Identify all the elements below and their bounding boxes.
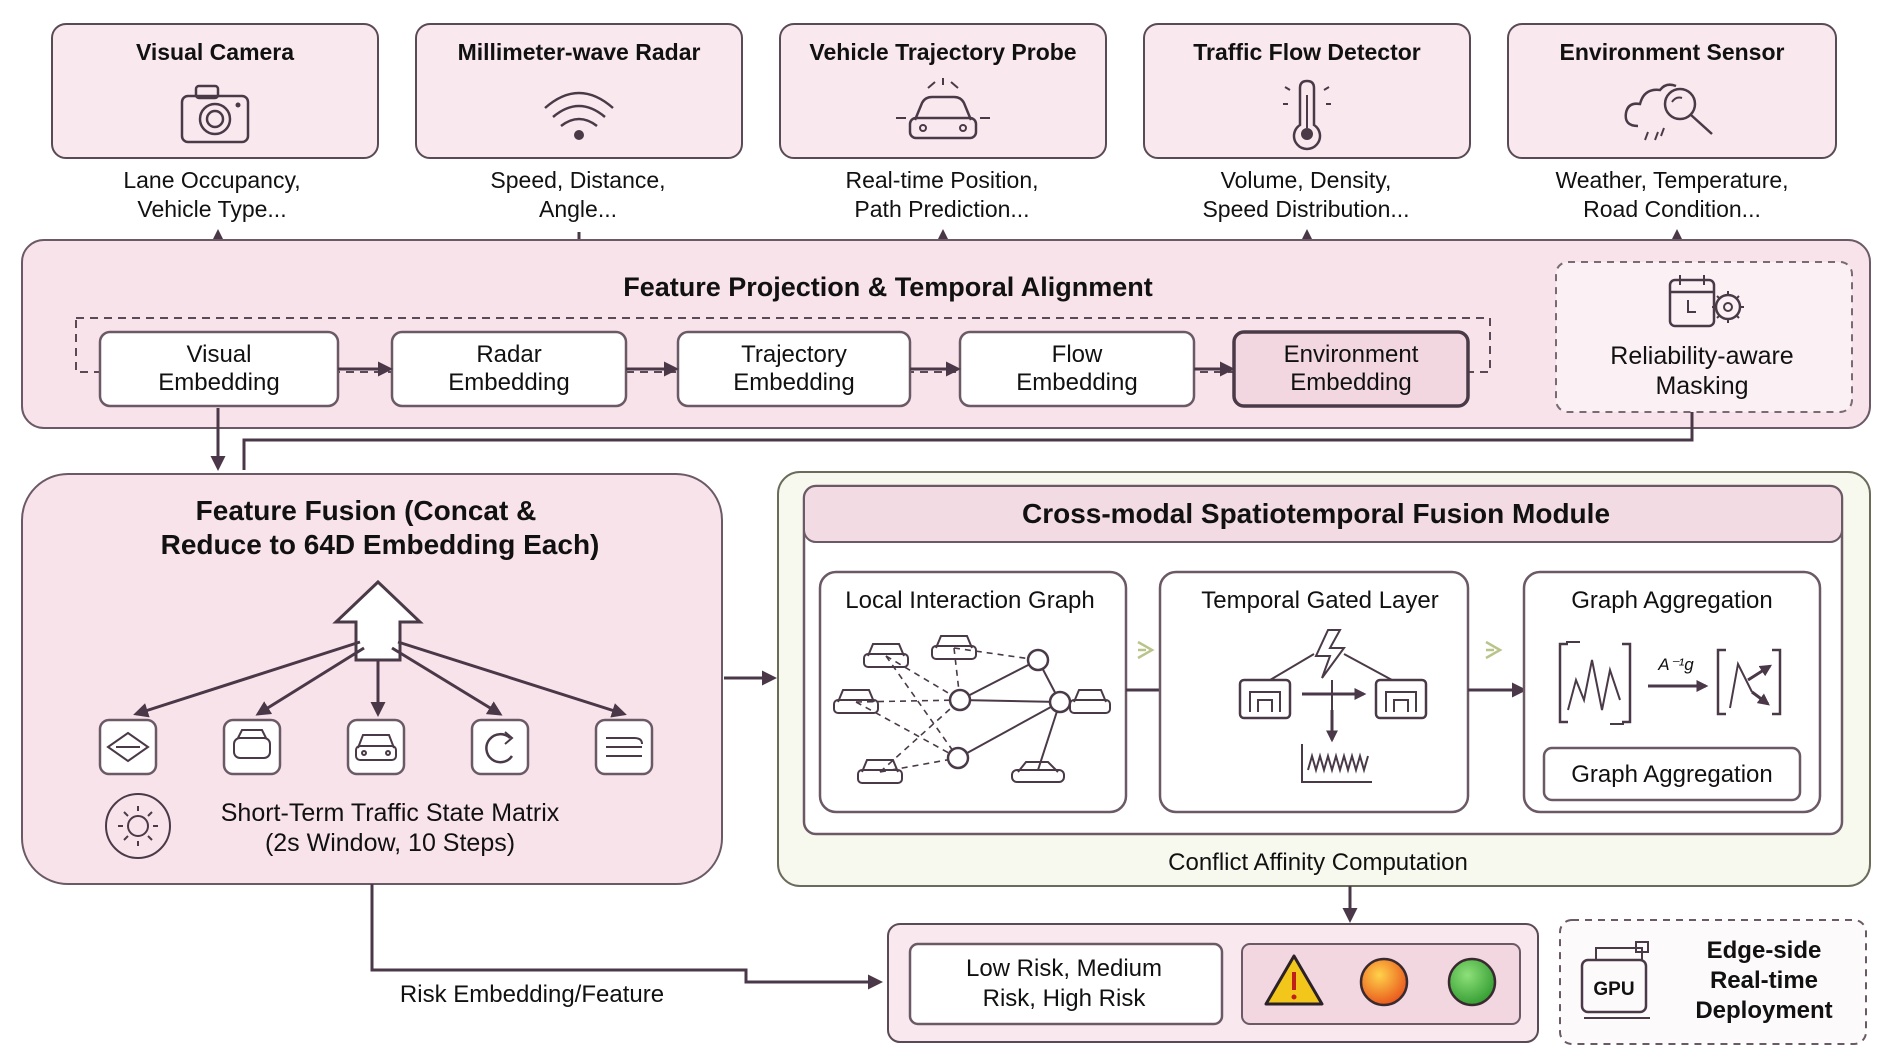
sensor-desc-line2: Vehicle Type... bbox=[137, 196, 286, 222]
matrix-transform-icon: A⁻¹g bbox=[1558, 641, 1782, 725]
matrix-label: Short-Term Traffic State Matrix bbox=[221, 799, 560, 827]
cloud-search-icon bbox=[1624, 83, 1713, 141]
feature-fusion-panel: Feature Fusion (Concat & Reduce to 64D E… bbox=[21, 473, 723, 885]
sensor-desc-line1: Weather, Temperature, bbox=[1555, 167, 1788, 193]
risk-embedding-label: Risk Embedding/Feature bbox=[400, 981, 664, 1008]
edge-label: Real-time bbox=[1710, 967, 1818, 994]
car-icon bbox=[833, 689, 879, 714]
embedding-environment: Environment Embedding bbox=[1232, 330, 1470, 408]
sensor-flow-detector: Traffic Flow Detector Volume, Density, S… bbox=[1143, 23, 1471, 222]
sensor-desc-line1: Real-time Position, bbox=[845, 167, 1038, 193]
sensor-visual-camera: Visual Camera Lane Occupancy, Vehicle Ty… bbox=[51, 23, 379, 222]
cross-modal-fusion-module: Cross-modal Spatiotemporal Fusion Module… bbox=[777, 471, 1871, 887]
graph-aggregation-button-label: Graph Aggregation bbox=[1571, 761, 1772, 788]
embedding-label: Embedding bbox=[733, 369, 854, 396]
embedding-label: Radar bbox=[476, 341, 541, 368]
temporal-gated-layer-box: Temporal Gated Layer bbox=[1158, 570, 1470, 814]
medium-risk-light-icon bbox=[1359, 957, 1409, 1007]
car-icon bbox=[863, 643, 909, 668]
sensor-environment: Environment Sensor Weather, Temperature,… bbox=[1507, 23, 1837, 222]
sensor-radar: Millimeter-wave Radar Speed, Distance, A… bbox=[415, 23, 743, 222]
graph-aggregation-label: Graph Aggregation bbox=[1571, 587, 1772, 614]
embedding-label: Trajectory bbox=[741, 341, 847, 368]
fusion-to-risk-arrow bbox=[370, 884, 883, 990]
aggregation-symbol: A⁻¹g bbox=[1657, 655, 1694, 674]
local-interaction-graph-box: Local Interaction Graph bbox=[818, 570, 1128, 814]
projection-to-fusion-arrows bbox=[210, 408, 1694, 471]
sensor-desc-line2: Path Prediction... bbox=[854, 196, 1029, 222]
thermometer-icon bbox=[1283, 79, 1331, 151]
car-icon-tile bbox=[222, 718, 282, 776]
embedding-label: Embedding bbox=[158, 369, 279, 396]
refresh-icon-tile bbox=[470, 718, 530, 776]
calendar-gear-icon bbox=[1668, 275, 1744, 328]
edge-label: Deployment bbox=[1695, 997, 1832, 1024]
sensor-desc-line2: Angle... bbox=[539, 196, 617, 222]
sensor-desc-line1: Speed, Distance, bbox=[490, 167, 665, 193]
camera-icon bbox=[180, 84, 250, 144]
conflict-affinity-label: Conflict Affinity Computation bbox=[1168, 849, 1468, 876]
sensor-title: Millimeter-wave Radar bbox=[458, 39, 701, 65]
embedding-label: Embedding bbox=[1290, 369, 1411, 396]
low-risk-light-icon bbox=[1447, 957, 1497, 1007]
sensor-trajectory-probe: Vehicle Trajectory Probe Real-time Posit… bbox=[779, 23, 1107, 222]
risk-output-panel: Low Risk, Medium Risk, High Risk bbox=[887, 923, 1539, 1043]
gpu-label: GPU bbox=[1593, 979, 1634, 1000]
graph-aggregation-box: Graph Aggregation A⁻¹g Graph Aggregation bbox=[1522, 570, 1822, 814]
masking-label: Masking bbox=[1655, 372, 1748, 400]
fusion-title: Reduce to 64D Embedding Each) bbox=[161, 529, 600, 560]
cross-modal-title: Cross-modal Spatiotemporal Fusion Module bbox=[1022, 498, 1610, 529]
sun-icon bbox=[105, 793, 171, 859]
sensor-desc-line1: Lane Occupancy, bbox=[123, 167, 300, 193]
car-icon bbox=[1069, 689, 1111, 714]
sensor-title: Traffic Flow Detector bbox=[1193, 39, 1421, 65]
embedding-label: Embedding bbox=[1016, 369, 1137, 396]
interaction-graph-icon bbox=[833, 635, 1111, 784]
sensor-desc-line2: Road Condition... bbox=[1583, 196, 1761, 222]
embedding-label: Environment bbox=[1284, 341, 1419, 368]
car-icon bbox=[857, 759, 903, 784]
car-probe-icon bbox=[896, 78, 990, 140]
sensor-title: Environment Sensor bbox=[1560, 39, 1785, 65]
fan-out-arrows bbox=[133, 640, 627, 718]
graph-aggregation-button[interactable]: Graph Aggregation bbox=[1542, 746, 1802, 802]
temporal-gate-icon bbox=[1238, 629, 1428, 783]
flow-chevron-icon bbox=[1485, 640, 1503, 660]
sensor-desc-line1: Volume, Density, bbox=[1221, 167, 1392, 193]
warning-icon bbox=[1264, 954, 1324, 1006]
lines-icon-tile bbox=[594, 718, 654, 776]
embedding-visual: Visual Embedding bbox=[98, 330, 340, 408]
edge-label: Edge-side bbox=[1707, 937, 1822, 964]
embedding-flow: Flow Embedding bbox=[958, 330, 1196, 408]
masking-label: Reliability-aware bbox=[1610, 342, 1793, 370]
reliability-masking-box: Reliability-aware Masking bbox=[1555, 261, 1853, 413]
car-icon bbox=[1011, 761, 1065, 783]
temporal-layer-label: Temporal Gated Layer bbox=[1201, 587, 1438, 614]
car-icon bbox=[931, 635, 977, 660]
gpu-icon: GPU bbox=[1580, 941, 1650, 1019]
sensor-desc-line2: Speed Distribution... bbox=[1202, 196, 1409, 222]
fusion-title: Feature Fusion (Concat & bbox=[196, 495, 537, 526]
risk-level-label: Risk, High Risk bbox=[983, 985, 1147, 1012]
radar-wave-icon bbox=[544, 91, 614, 140]
matrix-label: (2s Window, 10 Steps) bbox=[265, 829, 515, 857]
embedding-radar: Radar Embedding bbox=[390, 330, 628, 408]
projection-title: Feature Projection & Temporal Alignment bbox=[623, 272, 1153, 302]
risk-level-label: Low Risk, Medium bbox=[966, 955, 1162, 982]
lane-icon-tile bbox=[98, 718, 158, 776]
car-icon-tile bbox=[346, 718, 406, 776]
embedding-label: Embedding bbox=[448, 369, 569, 396]
edge-deployment-box: GPU Edge-side Real-time Deployment bbox=[1559, 919, 1867, 1045]
embedding-label: Flow bbox=[1052, 341, 1103, 368]
sensor-title: Visual Camera bbox=[136, 39, 294, 65]
local-graph-label: Local Interaction Graph bbox=[845, 587, 1094, 614]
feature-projection-panel: Feature Projection & Temporal Alignment … bbox=[21, 239, 1871, 429]
embedding-trajectory: Trajectory Embedding bbox=[676, 330, 912, 408]
embedding-label: Visual bbox=[187, 341, 252, 368]
sensor-title: Vehicle Trajectory Probe bbox=[809, 39, 1076, 65]
flow-chevron-icon bbox=[1137, 640, 1155, 660]
